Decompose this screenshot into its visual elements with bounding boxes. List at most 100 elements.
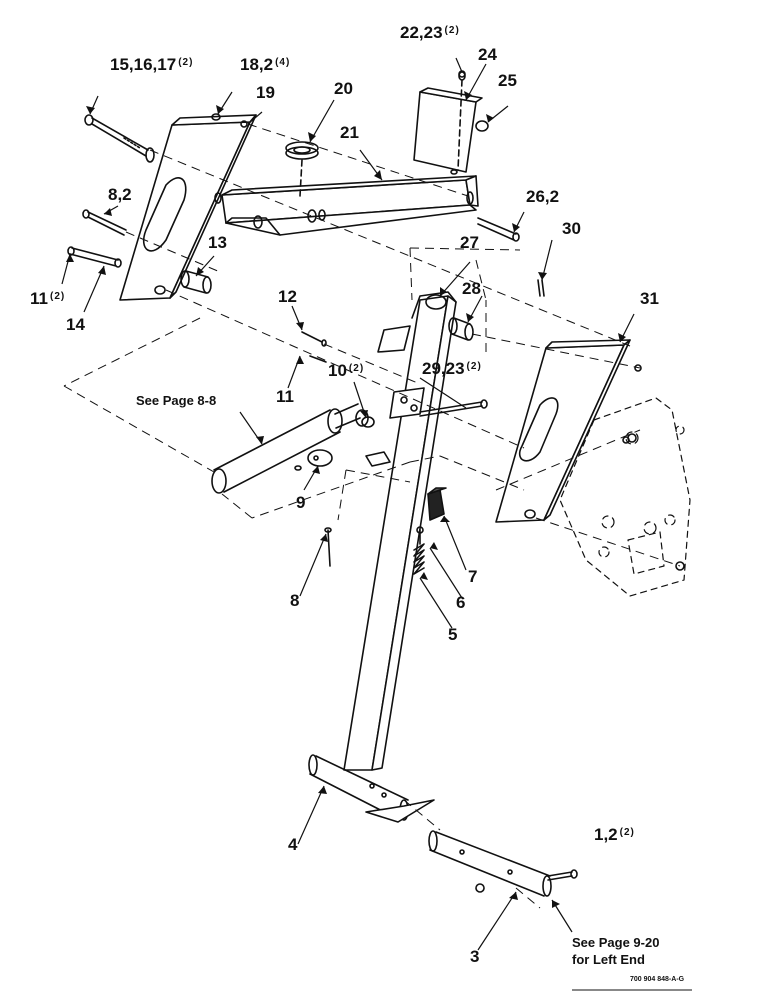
callout-qty: (2) [348,363,365,374]
callout-22-23: 22,23(2) [400,24,460,41]
arrowheads [66,91,626,908]
callout-text: 3 [470,947,480,966]
callout-21: 21 [340,124,359,141]
callout-27: 27 [460,234,479,251]
see-page-9-20-text: See Page 9-20 [572,935,660,950]
alignment-lines [63,123,681,909]
callout-text: 27 [460,233,479,252]
callout-15-16-17: 15,16,17(2) [110,56,193,73]
callout-25: 25 [498,72,517,89]
callout-text: 5 [448,625,458,644]
callout-31: 31 [640,290,659,307]
callout-10: 10(2) [328,362,364,379]
channel-bracket-21 [214,175,479,236]
plate-9 [294,449,333,471]
hydraulic-cylinder [211,403,369,494]
see-page-9-20-link[interactable]: See Page 9-20 for Left End [572,934,659,968]
callout-6: 6 [456,594,465,611]
mounting-frame [559,397,691,597]
callout-29-23: 29,23(2) [422,360,482,377]
callout-text: 20 [334,79,353,98]
callout-text: 10 [328,361,347,380]
callout-text: 31 [640,289,659,308]
callout-text: 4 [288,835,298,854]
callout-30: 30 [562,220,581,237]
callout-text: 11 [276,387,294,406]
callout-text: 28 [462,279,481,298]
callout-qty: (2) [49,291,66,302]
callout-7: 7 [468,568,477,585]
bolt-15 [84,114,155,163]
callout-20: 20 [334,80,353,97]
callout-11-left: 11(2) [30,290,65,307]
callout-qty: (2) [619,827,635,838]
callout-28: 28 [462,280,481,297]
bracket-lower [365,451,391,467]
callout-text: 21 [340,123,359,142]
bolt-8-2 [82,209,127,236]
callout-text: 22,23 [400,23,443,42]
callout-text: 1,2 [594,825,618,844]
callout-12: 12 [278,288,297,305]
tube-3 [428,830,552,897]
grommet-20 [285,141,319,197]
callout-4: 4 [288,836,297,853]
callout-text: 15,16,17 [110,55,177,74]
pin-12 [301,331,327,347]
callout-19: 19 [256,84,275,101]
right-side-plate [495,339,642,523]
callout-11: 11 [276,388,294,405]
callout-text: 24 [478,45,497,64]
spacer-28 [448,317,474,341]
callout-text: 7 [468,567,478,586]
callout-qty: (2) [444,25,460,36]
lower-tube-4 [308,754,435,823]
callout-24: 24 [478,46,497,63]
main-arm [343,291,457,771]
document-id: 700 904 848-A-G [630,976,685,983]
see-page-8-8-link[interactable]: See Page 8-8 [136,393,217,408]
callout-8-2: 8,2 [108,186,132,203]
callout-text: 13 [208,233,227,252]
for-left-end-text: for Left End [572,952,645,967]
callout-26-2: 26,2 [526,188,559,205]
callout-text: 18,2 [240,55,274,74]
callout-8: 8 [290,592,299,609]
pin-11 [309,355,327,363]
screw-18 [211,113,248,128]
callout-text: 25 [498,71,517,90]
callout-14: 14 [66,316,85,333]
callout-text: 26,2 [526,187,560,206]
plate-24 [413,71,489,175]
bolt-8 [324,527,332,567]
callout-text: 8 [290,591,300,610]
callout-13: 13 [208,234,227,251]
callout-1-2: 1,2(2) [594,826,635,843]
callout-text: 8,2 [108,185,132,204]
callout-text: 29,23 [422,359,465,378]
callout-text: 6 [456,593,466,612]
callout-3: 3 [470,948,479,965]
callout-qty: (4) [275,57,291,68]
callout-qty: (2) [178,57,194,68]
callout-text: 11 [30,289,48,308]
spring-5 [413,526,425,575]
bolt-26 [477,217,520,242]
callout-text: 30 [562,219,581,238]
callout-text: 19 [256,83,275,102]
bolt-1 [547,869,578,881]
callout-qty: (2) [466,361,482,372]
callout-18-2: 18,2(4) [240,56,290,73]
bolt-29 [419,399,488,417]
callout-text: 14 [66,315,85,334]
callout-9: 9 [296,494,305,511]
callout-5: 5 [448,626,457,643]
pin-14 [67,246,122,268]
callout-text: 9 [296,493,306,512]
block-7 [427,487,447,521]
spacer-13 [180,270,212,294]
washer-10 [361,416,375,428]
roll-pin-30 [537,279,545,297]
